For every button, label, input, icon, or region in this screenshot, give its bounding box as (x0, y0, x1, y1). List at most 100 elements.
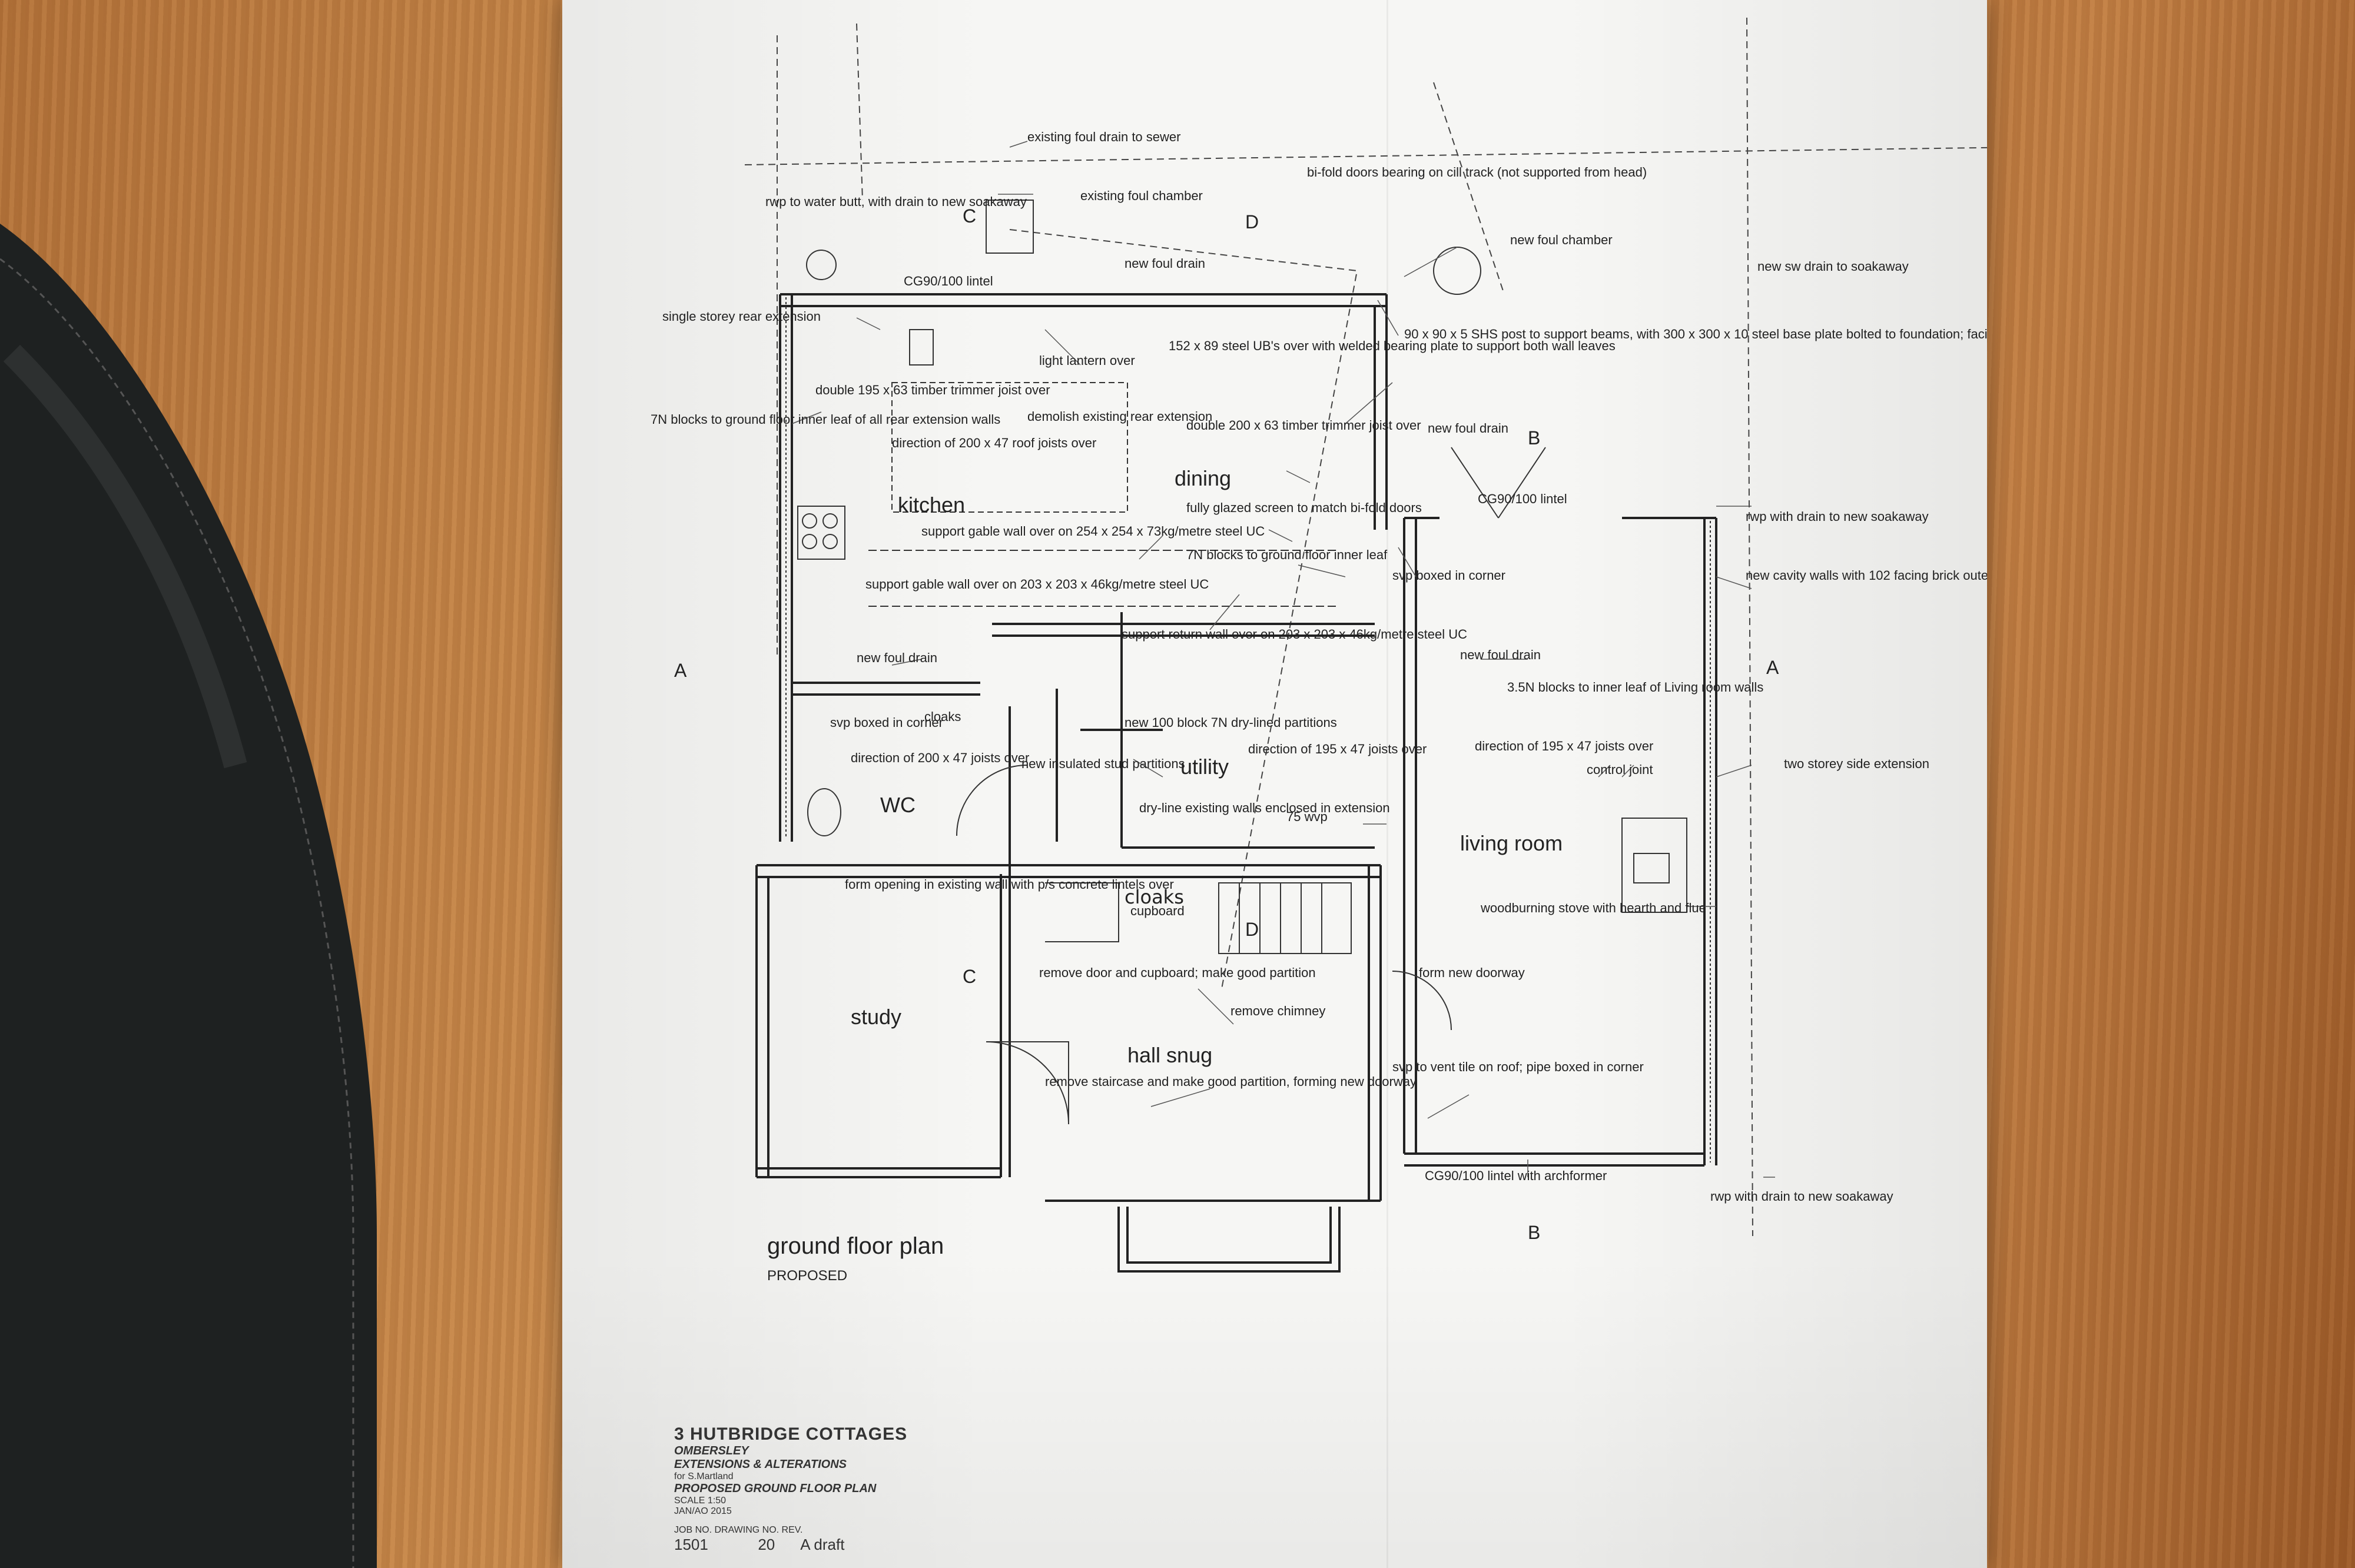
revision: A draft (800, 1536, 845, 1553)
note-gable-203: support gable wall over on 203 x 203 x 4… (865, 577, 1209, 592)
note-cavity-walls: new cavity walls with 102 facing brick o… (1746, 568, 1987, 583)
note-svp-wc: svp boxed in corner (830, 715, 943, 730)
demolish-outline (891, 382, 1128, 513)
room-hall-snug: hall snug (1127, 1043, 1212, 1067)
bay-window (1117, 1207, 1341, 1273)
note-rwp-water-butt: rwp to water butt, with drain to new soa… (765, 194, 1027, 209)
note-gable-254: support gable wall over on 254 x 254 x 7… (921, 524, 1265, 539)
wc-door (956, 765, 1028, 836)
note-new-foul-drain-l: new foul drain (1460, 647, 1541, 662)
foul-chamber-box (986, 200, 1034, 254)
note-dry-line: dry-line existing walls enclosed in exte… (1139, 800, 1390, 815)
drawing-date: JAN/AO 2015 (674, 1506, 732, 1516)
room-wc: WC (880, 793, 916, 817)
section-b-bottom: B (1528, 1222, 1540, 1243)
note-remove-door: remove door and cupboard; make good part… (1039, 965, 1316, 980)
section-d-top: D (1245, 211, 1259, 232)
room-cloaks: cloaks (924, 709, 961, 724)
section-d-bottom: D (1245, 919, 1259, 940)
cloaks-handwritten: cloaks (1125, 886, 1184, 908)
sink (909, 329, 934, 366)
note-insulated-stud: new insulated stud partitions (1021, 756, 1185, 771)
note-svp-vent: svp to vent tile on roof; pipe boxed in … (1392, 1059, 1644, 1074)
note-glazed-screen: fully glazed screen to match bi-fold doo… (1186, 500, 1422, 515)
internal-partitions (792, 612, 1375, 883)
note-single-storey: single storey rear extension (662, 309, 821, 324)
water-butt (806, 250, 837, 280)
note-direction-200-wc: direction of 200 x 47 joists over (851, 750, 1029, 765)
drain-run (1009, 82, 1505, 989)
staircase (1218, 882, 1352, 954)
note-direction-195-living: direction of 195 x 47 joists over (1475, 739, 1653, 753)
note-woodburning: woodburning stove with hearth and flue (1480, 901, 1706, 915)
note-remove-staircase: remove staircase and make good partition… (1045, 1074, 1417, 1089)
note-wvp: 75 wvp (1286, 809, 1328, 824)
section-b-top: B (1528, 427, 1540, 449)
note-svp-corner: svp boxed in corner (1392, 568, 1505, 583)
note-steel-ubs: 152 x 89 steel UB's over with welded bea… (1169, 338, 1616, 353)
section-c-top: C (963, 205, 976, 227)
rear-extension-walls (779, 293, 1388, 842)
note-sw-drain: new sw drain to soakaway (1757, 259, 1909, 274)
room-kitchen: kitchen (898, 493, 965, 517)
room-utility: utility (1180, 755, 1229, 779)
job-row: 1501 20 A draft (674, 1536, 1204, 1554)
hob (797, 506, 845, 560)
note-cg90-right: CG90/100 lintel (1478, 491, 1567, 506)
drawing-number: 20 (758, 1536, 775, 1553)
joist-arrows (1598, 765, 1634, 778)
note-remove-chimney: remove chimney (1230, 1004, 1325, 1018)
section-a-left: A (674, 660, 687, 681)
room-living: living room (1460, 831, 1563, 855)
floor-plan: A A B B C C D D kitchen dining utility W… (651, 17, 1987, 1284)
note-shs-post: 90 x 90 x 5 SHS post to support beams, w… (1404, 327, 1987, 341)
note-bifold: bi-fold doors bearing on cill track (not… (1307, 165, 1647, 180)
title-block: 3 HUTBRIDGE COTTAGES OMBERSLEY EXTENSION… (674, 1424, 1204, 1554)
drawing-sheet: A A B B C C D D kitchen dining utility W… (562, 0, 1987, 1568)
section-a-right: A (1766, 657, 1779, 678)
study-door (986, 1041, 1069, 1125)
note-form-opening: form opening in existing wall with p/s c… (845, 877, 1174, 892)
note-double-195: double 195 x 63 timber trimmer joist ove… (815, 383, 1050, 397)
room-cupboard: cupboard (1130, 903, 1185, 918)
note-foul-drain-sewer: existing foul drain to sewer (1027, 129, 1180, 144)
project-client: for S.Martland (674, 1471, 734, 1481)
note-new-foul-drain-k: new foul drain (857, 650, 937, 665)
project-place: OMBERSLEY (674, 1444, 749, 1457)
plan-title: ground floor plan (767, 1233, 944, 1259)
leader-lines (791, 141, 1775, 1178)
drawing-scale: SCALE 1:50 (674, 1496, 727, 1506)
paper-fold (1387, 0, 1388, 1568)
living-door (1392, 971, 1452, 1031)
note-support-return: support return wall over on 203 x 203 x … (1122, 627, 1467, 642)
note-form-doorway: form new doorway (1419, 965, 1525, 980)
existing-walls (755, 864, 1382, 1202)
cupboard-outline (1045, 882, 1119, 942)
note-control-joint: control joint (1587, 762, 1653, 777)
boundary-line (744, 17, 1987, 1237)
project-scope: EXTENSIONS & ALTERATIONS (674, 1458, 847, 1471)
room-dining: dining (1175, 466, 1231, 490)
side-extension-walls (1403, 517, 1717, 1167)
note-new-foul-drain-top: new foul drain (1125, 256, 1205, 271)
note-rwp-right: rwp with drain to new soakaway (1746, 509, 1929, 524)
room-study: study (851, 1005, 901, 1029)
note-direction-200: direction of 200 x 47 roof joists over (892, 436, 1096, 450)
leather-desk-pad (0, 224, 377, 1568)
note-foul-chamber: existing foul chamber (1080, 188, 1203, 203)
note-light-lantern: light lantern over (1039, 353, 1135, 368)
note-cg90-top: CG90/100 lintel (904, 274, 993, 288)
project-name: 3 HUTBRIDGE COTTAGES (674, 1424, 908, 1444)
hearth (1621, 818, 1687, 913)
steel-uc-lines (868, 550, 1339, 607)
new-foul-chamber-circle (1433, 247, 1481, 295)
note-blocks-35n: 3.5N blocks to inner leaf of Living room… (1507, 680, 1763, 695)
plan-subtitle: PROPOSED (767, 1268, 847, 1284)
note-blocks-7n-floor: 7N blocks to ground floor inner leaf (1186, 547, 1388, 562)
bifold-doors (1451, 447, 1546, 519)
note-block-100: new 100 block 7N dry-lined partitions (1125, 715, 1337, 730)
note-cg90-bottom: CG90/100 lintel with archformer (1425, 1168, 1607, 1183)
note-demolish: demolish existing rear extension (1027, 409, 1212, 424)
note-rwp-bottom: rwp with drain to new soakaway (1710, 1189, 1893, 1204)
section-c-bottom: C (963, 966, 976, 987)
